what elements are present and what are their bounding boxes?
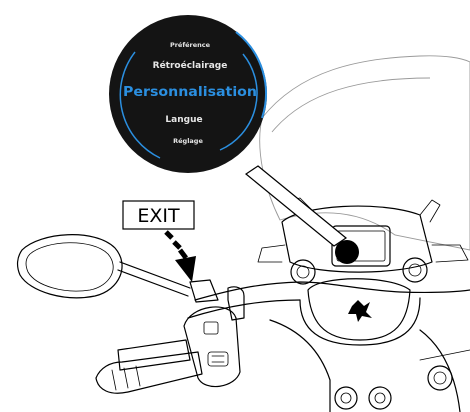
left-switchgear [95,279,245,394]
menu-item-personnalisation: Personnalisation [123,84,257,100]
menu-item-reglage: Réglage [173,137,203,145]
exit-label-box [122,200,195,230]
windscreen-inner-edge [271,77,431,133]
brand-logo [348,300,372,322]
menu-list: Préférence Rétroéclairage Personnalisati… [123,41,257,145]
left-mirror [16,234,191,299]
display-screen [331,225,391,267]
exit-label: EXIT [137,205,180,227]
zoom-ring-arc-outer [235,31,267,119]
menu-item-retroeclairage: Rétroéclairage [153,60,228,71]
instrument-cluster [257,197,469,285]
zoom-ring-arc-inner [219,53,258,151]
windscreen [259,55,470,251]
exit-arrow [164,230,196,282]
zoom-ring-arc-left [119,51,161,159]
display-highlight-dot [335,240,359,264]
exit-callout: EXIT [122,200,196,282]
menu-item-preference: Préférence [170,41,211,49]
menu-item-langue: Langue [165,115,202,125]
menu-zoom-circle: Préférence Rétroéclairage Personnalisati… [109,15,267,173]
zoom-leader [244,165,348,247]
headlight-housing [307,278,411,341]
handlebar-assembly [187,278,470,412]
